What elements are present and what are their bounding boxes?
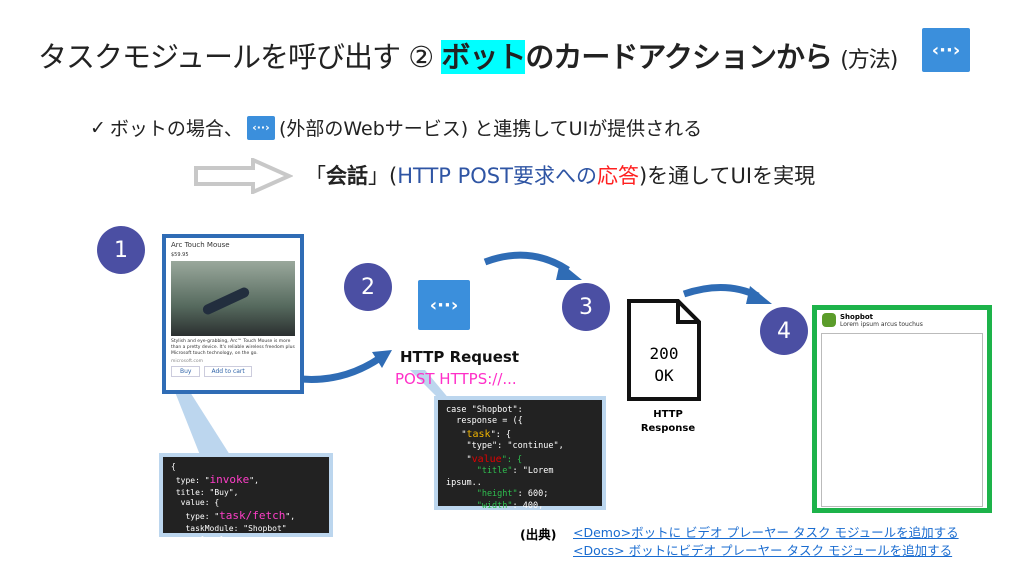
bot-service-icon: ‹··› [418, 280, 470, 330]
arrow-1-2 [291, 355, 382, 383]
summary-rest: )を通してUIを実現 [638, 164, 816, 188]
code-line: type: " [171, 475, 210, 485]
arrow-2-3 [483, 251, 570, 273]
title-bold: のカードアクションから [525, 40, 833, 74]
title-prefix: タスクモジュールを呼び出す ② [38, 40, 434, 74]
title-highlight: ボット [441, 40, 526, 74]
code-line: "width" [446, 500, 513, 511]
bracket: 「 [305, 164, 326, 188]
code-line: [...] [171, 534, 224, 544]
shopbot-name: Shopbot [840, 313, 874, 321]
http-request-label: HTTP Request [400, 348, 519, 366]
kaiwa: 会話 [326, 164, 368, 188]
summary-red: 応答 [596, 164, 639, 188]
code-task: task [466, 428, 491, 440]
source-label: (出典) [520, 527, 557, 542]
title-suffix: (方法) [840, 48, 898, 73]
product-image [171, 261, 295, 336]
card-description: Stylish and eye-grabbing, Arc™ Touch Mou… [171, 339, 295, 356]
docs-link[interactable]: <Docs> ボットにビデオ プレーヤー タスク モジュールを追加する [573, 543, 953, 559]
bullet-text-before: ボットの場合、 [109, 118, 243, 140]
invoke-code-block: { type: "invoke", title: "Buy", value: {… [159, 453, 333, 544]
task-module-content [821, 333, 983, 507]
code-line: type: " [171, 512, 220, 522]
callout-2 [410, 370, 450, 400]
http-status-text: 200 OK [649, 344, 679, 385]
code-line: "height" [446, 489, 518, 500]
card-title: Arc Touch Mouse [171, 241, 230, 249]
code-line: " [446, 429, 467, 440]
code-line: title: "Buy", [171, 487, 239, 497]
code-line: "type": "continue", [446, 441, 564, 452]
add-to-cart-button[interactable]: Add to cart [204, 365, 252, 377]
card-source: microsoft.com [171, 358, 204, 364]
code-line: ", [249, 475, 259, 485]
code-line: ", [285, 512, 296, 522]
summary-blue: HTTP POST要求への [397, 164, 597, 188]
bullet-line: ✓ ボットの場合、 ‹··› (外部のWebサービス) と連携してUIが提供され… [90, 114, 702, 141]
bot-service-icon: ‹··› [922, 28, 970, 72]
code-invoke: invoke [209, 472, 250, 486]
step-3-badge: 3 [562, 283, 610, 331]
callout-1 [175, 392, 230, 455]
code-line: " [446, 454, 472, 465]
document-icon [627, 299, 701, 401]
step-2-badge: 2 [344, 263, 392, 311]
demo-link[interactable]: <Demo>ボットに ビデオ プレーヤー タスク モジュールを追加する [573, 525, 959, 540]
code-line: ": { [501, 454, 523, 465]
code-line: response = ({ [446, 416, 523, 427]
code-line: value: { [171, 498, 220, 508]
code-line: : 400, [512, 500, 544, 511]
buy-button[interactable]: Buy [171, 365, 201, 377]
bot-service-icon: ‹··› [246, 115, 275, 140]
code-task-fetch: task/fetch [219, 509, 286, 523]
code-line: "title" [446, 466, 513, 477]
arrow-3-4 [682, 283, 760, 300]
code-line: : "Lorem [512, 466, 554, 477]
summary-line: 「会話」(HTTP POST要求への応答)を通してUIを実現 [305, 160, 815, 190]
page-title: タスクモジュールを呼び出す ② ボットのカードアクションから (方法) [38, 34, 898, 76]
step-1-badge: 1 [97, 226, 145, 274]
http-response-label: HTTP Response [640, 409, 696, 434]
check-icon: ✓ [90, 116, 106, 139]
http-request-method: POST HTTPS://... [395, 370, 517, 388]
code-line: taskModule: "Shopbot" [171, 524, 287, 534]
code-line: ipsum.. [446, 477, 482, 488]
step-4-badge: 4 [760, 307, 808, 355]
code-line: case "Shopbot": [446, 405, 523, 415]
response-code-block: case "Shopbot": response = ({ "task": { … [434, 396, 606, 511]
shopbot-subtitle: Lorem ipsum arcus touchus [840, 321, 923, 328]
shopbot-avatar-icon [822, 313, 836, 327]
bullet-text-after: (外部のWebサービス) と連携してUIが提供される [278, 118, 703, 140]
card-price: $59.95 [171, 252, 189, 258]
bracket: 」( [368, 164, 398, 188]
code-line: : 600; [517, 489, 549, 500]
product-card: Arc Touch Mouse $59.95 Stylish and eye-g… [162, 234, 304, 394]
code-line: { [171, 462, 176, 471]
code-value: value [471, 453, 502, 465]
code-line: ": { [490, 429, 512, 440]
arrow-right-icon [194, 158, 293, 194]
